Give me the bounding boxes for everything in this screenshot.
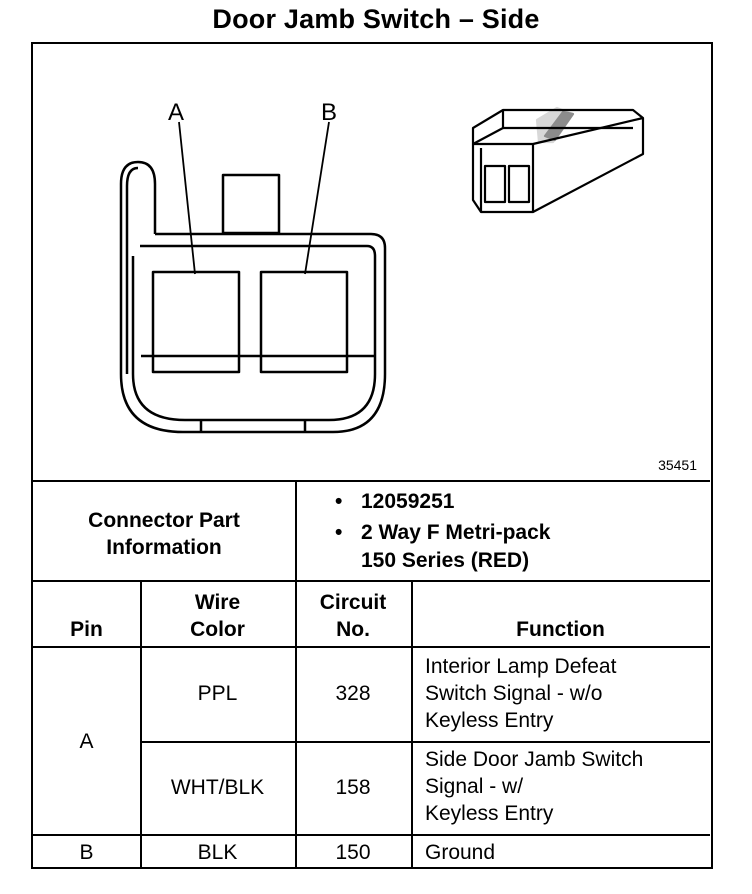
connector-info-values: •12059251 •2 Way F Metri-pack 150 Series… (335, 490, 551, 572)
divider-row-b (33, 834, 710, 836)
header-wire-color: Wire Color (190, 591, 245, 641)
table-row-wire: WHT/BLK (170, 776, 265, 799)
pin-a-leader (178, 121, 196, 275)
divider-wire-column (295, 580, 297, 869)
table-row-circuit: 158 (335, 776, 371, 799)
table-row-function: Side Door Jamb Switch Signal - w/ Keyles… (425, 748, 644, 825)
table-row-function: Ground (425, 841, 496, 864)
divider-connector-info (33, 580, 710, 582)
table-row-wire: PPL (197, 682, 238, 705)
page-title: Door Jamb Switch – Side (212, 4, 540, 34)
connector-face-diagram (119, 106, 645, 434)
table-row-circuit: 328 (335, 682, 371, 705)
divider-info-column (295, 480, 297, 580)
pin-b-leader (304, 121, 330, 275)
key-shape (221, 173, 281, 235)
divider-circuit-column (411, 580, 413, 869)
divider-diagram (33, 480, 710, 482)
pin-b-callout: B (321, 99, 338, 126)
header-pin: Pin (70, 618, 103, 641)
divider-table-header (33, 646, 710, 648)
figure-number: 35451 (658, 457, 697, 473)
part-number: 12059251 (361, 490, 455, 513)
connector-sheet: A B 35451 Connector Part Information •12… (31, 42, 713, 869)
table-row-function: Interior Lamp Defeat Switch Signal - w/o… (425, 655, 617, 732)
header-circuit-no: Circuit No. (319, 591, 387, 641)
connector-iso-view (471, 106, 645, 214)
header-function: Function (516, 618, 605, 641)
table-row-circuit: 150 (335, 841, 371, 864)
housing-outline (119, 232, 387, 434)
connector-info-label: Connector Part Information (88, 509, 240, 559)
cavity-a (151, 270, 241, 374)
connector-type: 2 Way F Metri-pack (361, 521, 551, 544)
table-row-wire: BLK (197, 841, 238, 864)
latch-tab-shape (119, 160, 157, 374)
divider-pin-column (140, 580, 142, 869)
cavity-b (259, 270, 349, 374)
pin-a-callout: A (168, 99, 185, 126)
table-row-pin: B (79, 841, 94, 864)
divider-row-a (140, 741, 710, 743)
connector-series: 150 Series (RED) (361, 549, 530, 572)
table-row-pin: A (79, 730, 94, 753)
